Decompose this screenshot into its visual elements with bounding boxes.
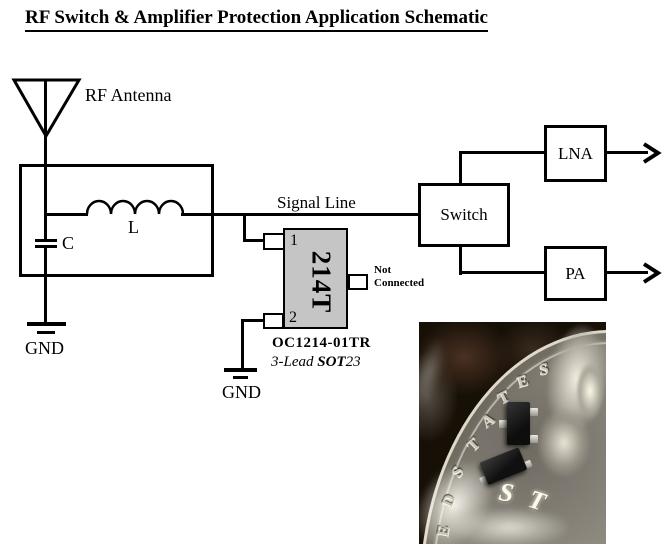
ic-marking-text: 214T — [306, 250, 337, 314]
matching-network-box — [19, 164, 214, 277]
nc-pin-label-line2: Connected — [374, 277, 425, 289]
switch-pa-wire-h — [459, 271, 546, 274]
ic-package-label: 3-Lead SOT23 — [271, 354, 361, 371]
coin-letter: S — [538, 360, 550, 379]
switch-lna-wire-v — [459, 151, 462, 185]
nc-pin-label: Not Connected — [374, 264, 424, 290]
pin2-gnd-wire-h — [241, 319, 264, 322]
sot23-chip1-lead-right-bottom — [530, 435, 538, 443]
switch-pa-wire-v — [459, 245, 462, 275]
pa-arrow-icon — [642, 262, 662, 284]
signal-line-label: Signal Line — [277, 193, 356, 212]
coin-photo: E D S T A T E S S T — [419, 322, 606, 544]
page-title: RF Switch & Amplifier Protection Applica… — [25, 7, 488, 32]
package-sot-text: SOT — [317, 354, 346, 370]
package-rest-text: 23 — [345, 354, 361, 370]
gnd-ic-bar-short — [233, 376, 248, 379]
lna-output-wire — [606, 151, 648, 154]
gnd-left-bar-long — [27, 322, 66, 326]
gnd-ic-label: GND — [222, 382, 261, 402]
sot23-chip1-lead-right-top — [530, 408, 538, 416]
capacitor-ground-wire — [44, 248, 47, 322]
antenna-label: RF Antenna — [85, 85, 172, 105]
pa-box: PA — [544, 246, 607, 301]
ic-pin3-nc-stub — [348, 274, 368, 290]
coin-bottom-highlight — [427, 500, 592, 544]
pin1-drop-wire-h — [243, 239, 265, 242]
lna-box: LNA — [544, 125, 607, 182]
background-blur-streak — [419, 322, 461, 423]
ic-body — [283, 228, 348, 329]
sot23-chip-1 — [507, 402, 530, 445]
ic-pin1-number: 1 — [290, 232, 298, 249]
pa-label: PA — [565, 263, 586, 283]
inductor-symbol — [86, 199, 184, 215]
pa-output-wire — [606, 271, 648, 274]
switch-label: Switch — [440, 205, 488, 224]
gnd-ic-bar-long — [224, 368, 257, 372]
lna-label: LNA — [558, 143, 593, 163]
gnd-left-label: GND — [25, 338, 64, 358]
switch-box: Switch — [418, 183, 510, 247]
sot23-chip1-lead-left — [499, 420, 507, 428]
ic-pin1-stub — [263, 233, 285, 250]
pin2-gnd-wire-v — [241, 319, 244, 369]
nc-pin-label-line1: Not — [374, 264, 392, 276]
switch-lna-wire-h — [459, 151, 546, 154]
coin-relief-torch — [575, 360, 605, 422]
ic-pin2-number: 2 — [289, 309, 297, 326]
lna-arrow-icon — [642, 142, 662, 164]
capacitor-plate-bottom — [35, 245, 57, 248]
gnd-left-bar-short — [37, 331, 55, 334]
antenna-icon — [11, 78, 82, 139]
antenna-feed-wire — [44, 80, 47, 239]
capacitor-label: C — [62, 233, 75, 253]
capacitor-plate-top — [35, 239, 57, 242]
pin1-drop-wire-v — [243, 215, 246, 242]
package-lead-text: 3-Lead — [271, 354, 318, 370]
ic-part-number: OC1214-01TR — [272, 335, 371, 351]
ic-pin2-stub — [263, 313, 284, 329]
inductor-label: L — [128, 217, 139, 237]
inductor-left-wire — [45, 213, 88, 216]
signal-line-wire — [181, 213, 418, 216]
